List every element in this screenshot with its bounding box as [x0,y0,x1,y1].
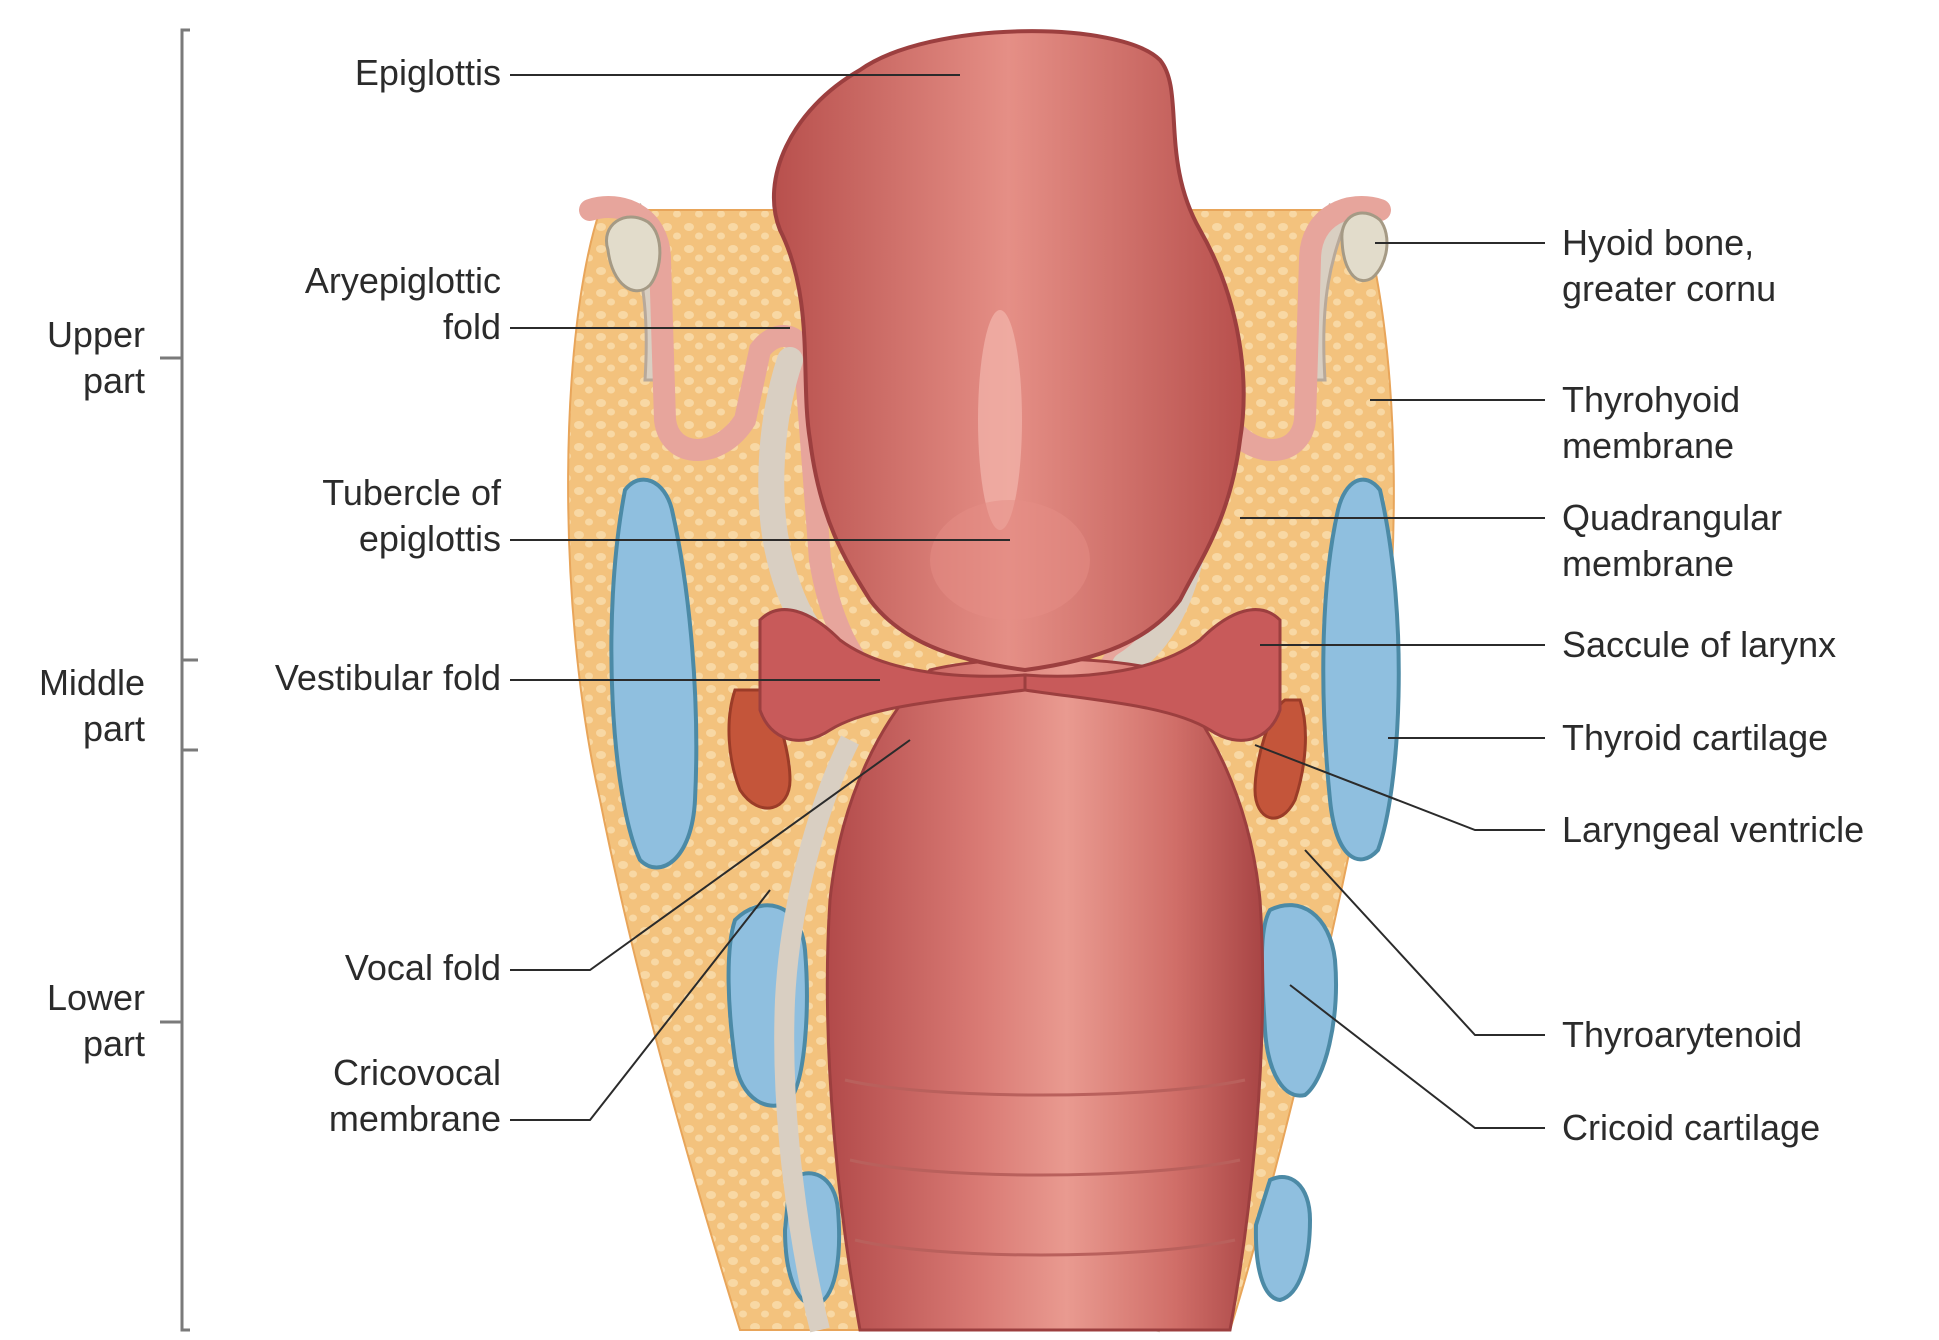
label-saccule-of-larynx: Saccule of larynx [1562,622,1836,668]
tubercle-highlight [930,500,1090,620]
label-vestibular-fold: Vestibular fold [275,655,501,701]
label-thyroid-cartilage: Thyroid cartilage [1562,715,1828,761]
region-bracket [160,30,198,1330]
right-cricoid-cartilage [1262,905,1336,1096]
label-cricovocal-membrane: Cricovocal membrane [329,1050,501,1142]
label-thyrohyoid-membrane: Thyrohyoid membrane [1562,377,1740,469]
label-cricoid-cartilage: Cricoid cartilage [1562,1105,1820,1151]
label-tubercle-of-epiglottis: Tubercle of epiglottis [322,470,501,562]
right-lower-cartilage [1256,1177,1310,1300]
right-thyroid-cartilage [1323,480,1398,860]
epiglottis-highlight [978,310,1022,530]
label-thyroarytenoid: Thyroarytenoid [1562,1012,1802,1058]
label-middle-part: Middle part [39,660,145,752]
label-laryngeal-ventricle: Laryngeal ventricle [1562,807,1864,853]
label-quadrangular-membrane: Quadrangular membrane [1562,495,1782,587]
label-aryepiglottic-fold: Aryepiglottic fold [305,258,501,350]
right-hyoid-bone [1342,213,1387,281]
label-upper-part: Upper part [47,312,145,404]
label-vocal-fold: Vocal fold [345,945,501,991]
label-lower-part: Lower part [47,975,145,1067]
label-epiglottis: Epiglottis [355,50,501,96]
lower-airway-mucosa [827,659,1262,1330]
label-hyoid-bone: Hyoid bone, greater cornu [1562,220,1776,312]
